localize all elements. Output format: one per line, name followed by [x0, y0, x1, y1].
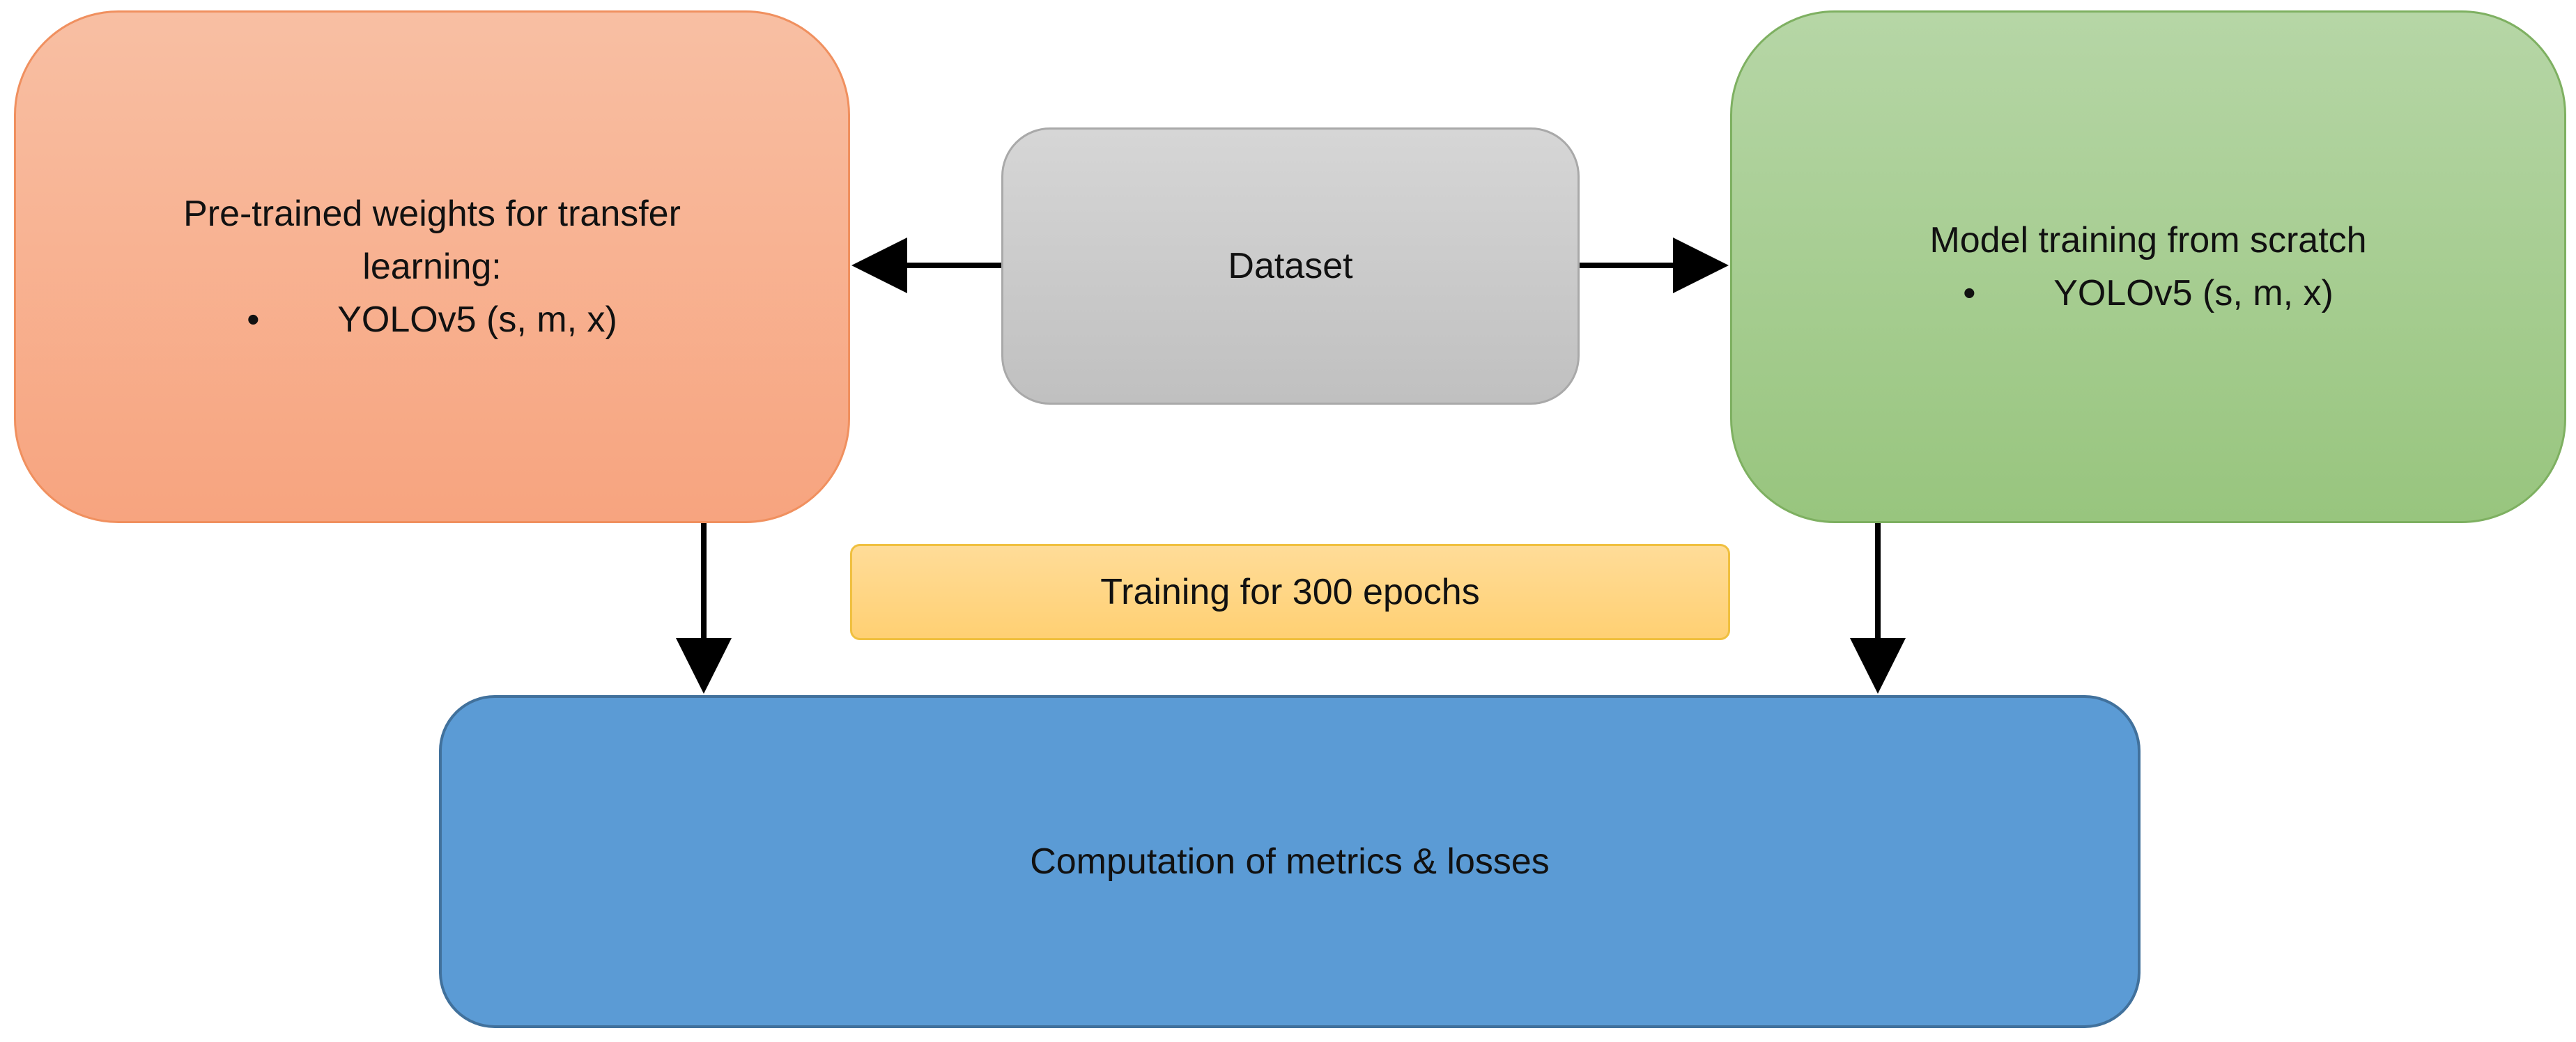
training-epochs-label: Training for 300 epochs: [1100, 572, 1480, 612]
bullet-marker: •: [247, 300, 260, 340]
pretrained-weights-bullet-text: YOLOv5 (s, m, x): [337, 300, 617, 340]
training-from-scratch-node: Model training from scratch • YOLOv5 (s,…: [1730, 10, 2566, 523]
pretrained-weights-bullet: • YOLOv5 (s, m, x): [247, 293, 617, 346]
training-from-scratch-title: Model training from scratch: [1929, 220, 2367, 260]
training-from-scratch-bullet: • YOLOv5 (s, m, x): [1963, 267, 2334, 320]
metrics-losses-node: Computation of metrics & losses: [439, 695, 2141, 1028]
pretrained-weights-node: Pre-trained weights for transfer learnin…: [14, 10, 850, 523]
dataset-node: Dataset: [1001, 127, 1580, 405]
pretrained-weights-title: Pre-trained weights for transfer learnin…: [183, 194, 681, 287]
training-from-scratch-bullet-text: YOLOv5 (s, m, x): [2053, 273, 2334, 313]
bullet-marker: •: [1963, 273, 1976, 313]
training-epochs-node: Training for 300 epochs: [850, 544, 1730, 640]
dataset-label: Dataset: [1228, 246, 1353, 286]
metrics-losses-label: Computation of metrics & losses: [1030, 841, 1550, 882]
